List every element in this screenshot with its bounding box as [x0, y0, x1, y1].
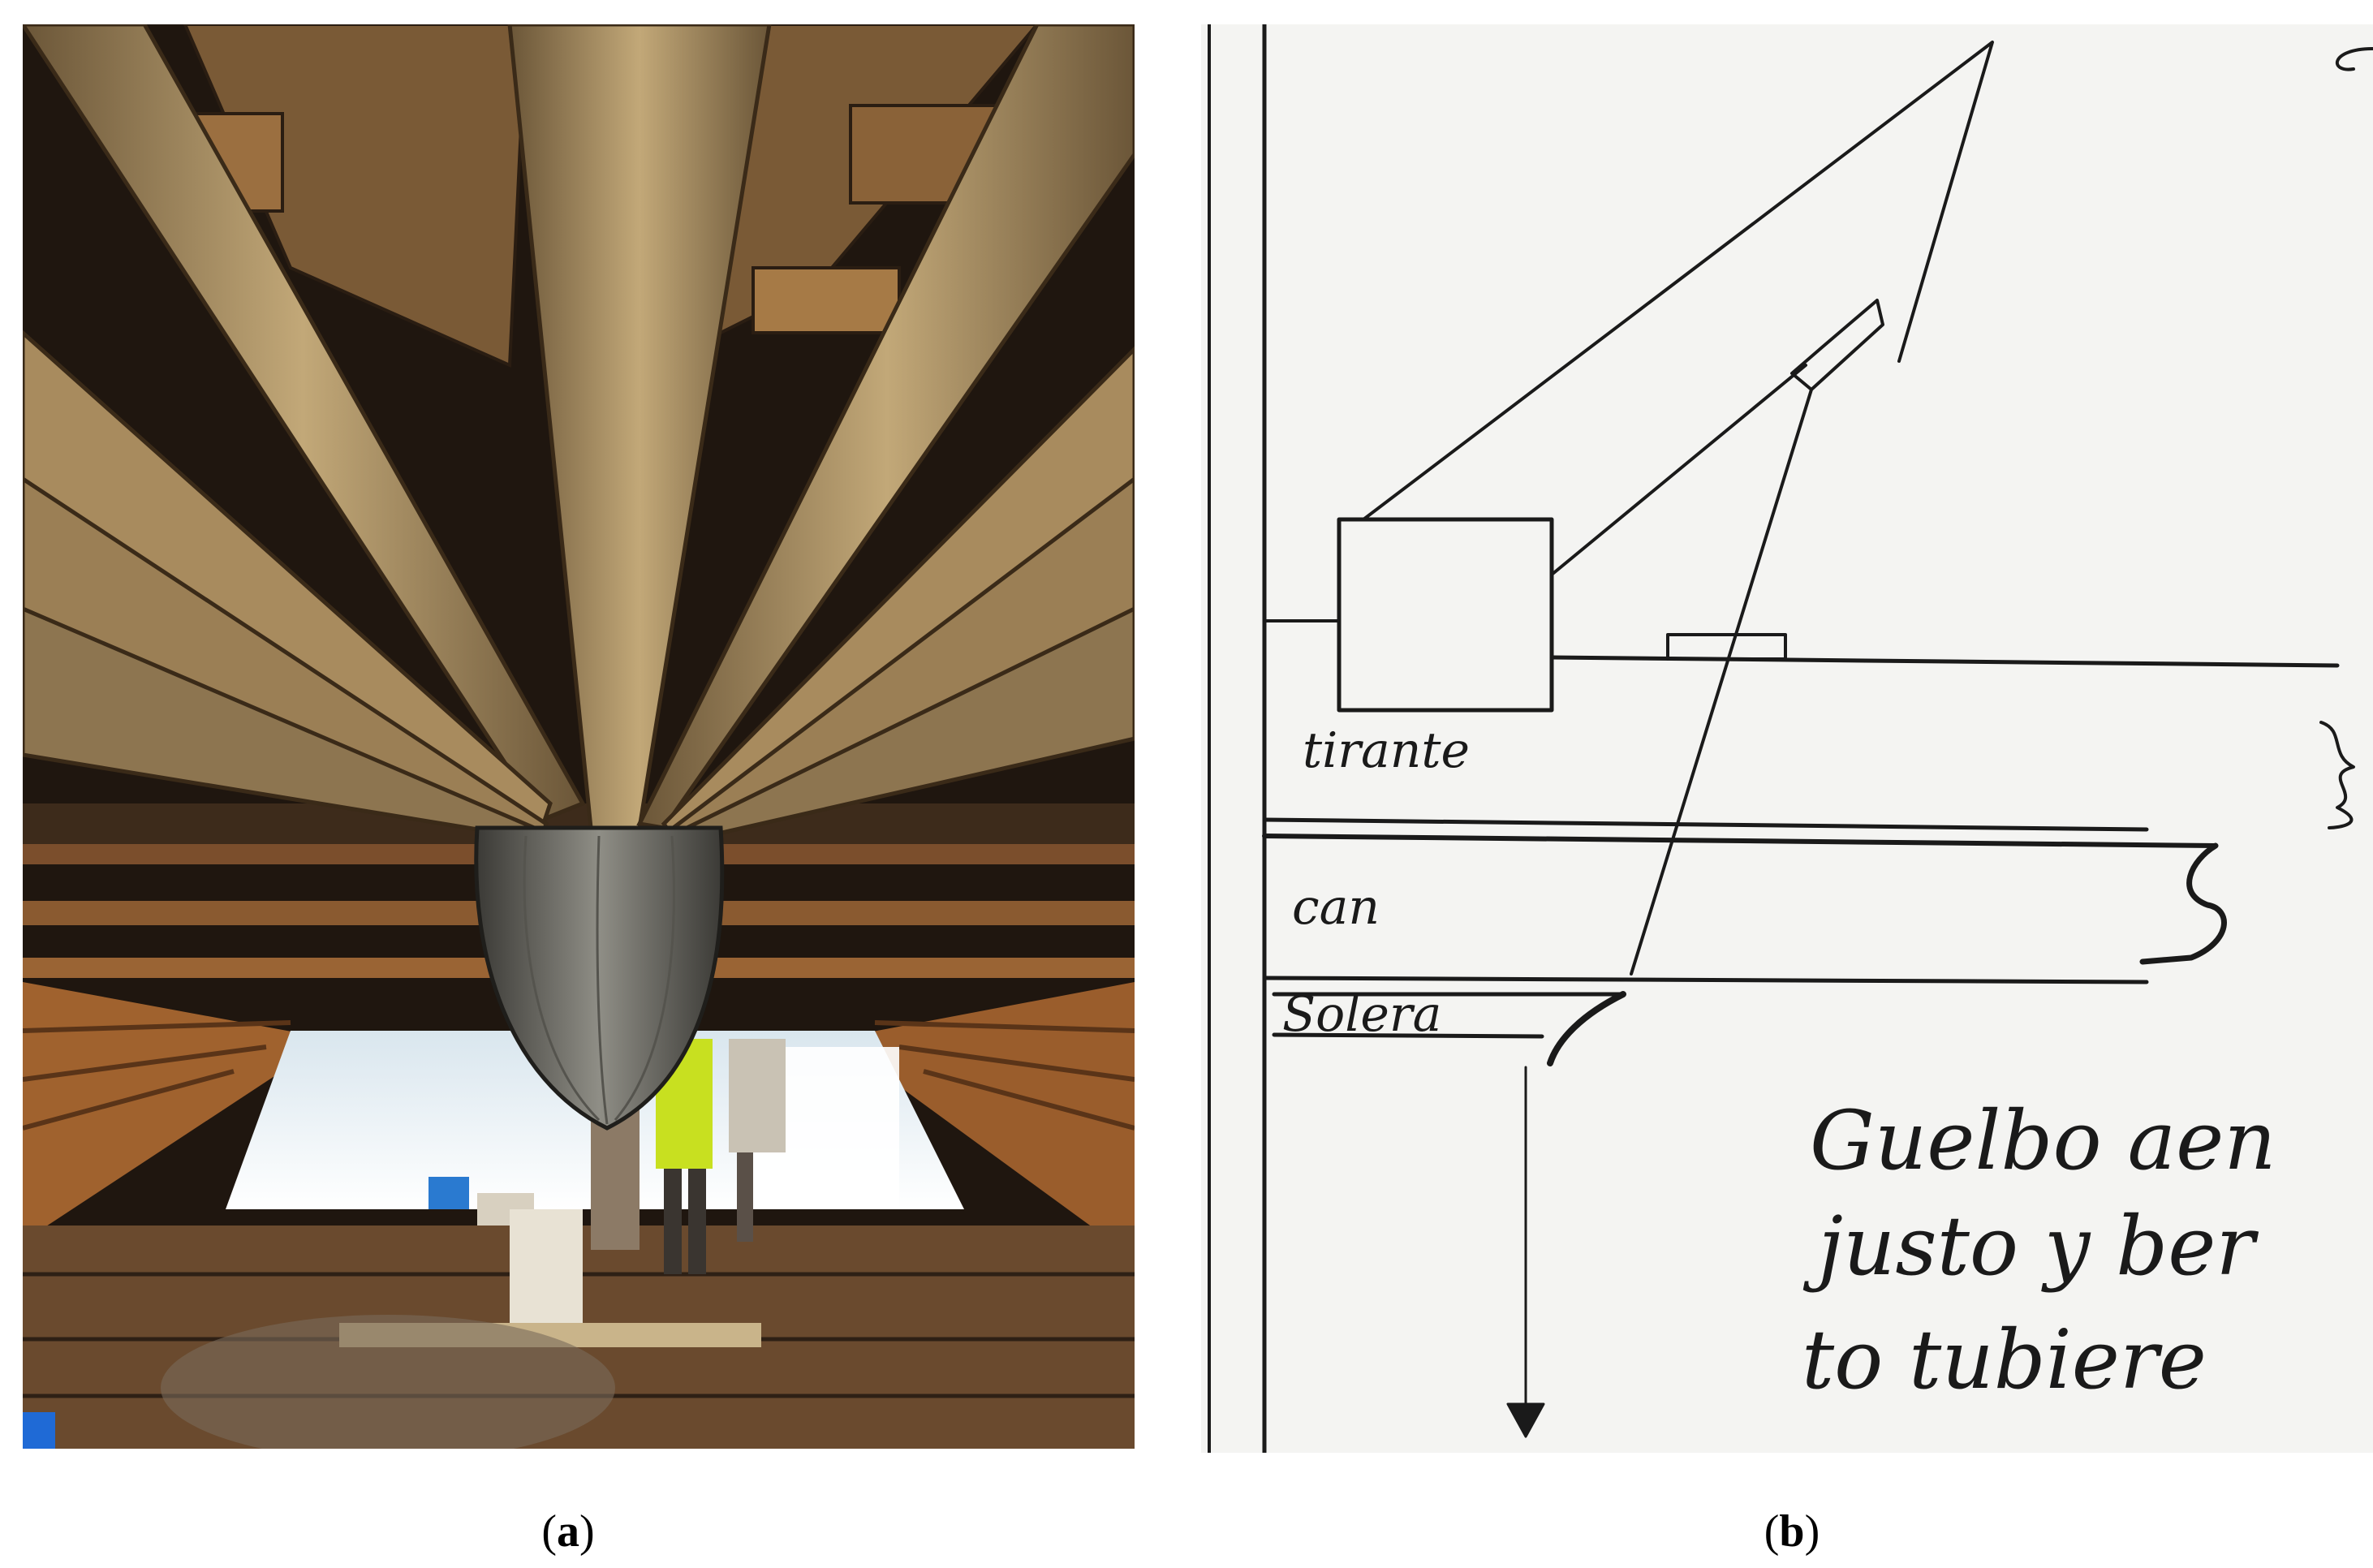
handwriting-line-3: to tubiere [1802, 1312, 2207, 1407]
handwriting-line-1: Guelbo aen [1810, 1093, 2276, 1188]
handwriting-line-2: justo y ber [1802, 1199, 2259, 1294]
caption-a: (a) [541, 1506, 595, 1557]
carved-pendant [474, 825, 725, 1131]
label-solera: Solera [1282, 986, 1441, 1043]
label-can: can [1292, 879, 1380, 936]
manuscript-sketch: tirante can Solera Guelbo aen justo y be… [1201, 24, 2373, 1453]
manuscript-drawing: tirante can Solera Guelbo aen justo y be… [1201, 24, 2373, 1453]
caption-b: (b) [1764, 1506, 1820, 1557]
roof-photo-illustration [23, 24, 1135, 1449]
label-tirante: tirante [1303, 722, 1470, 779]
roof-timber-photo [23, 24, 1135, 1449]
